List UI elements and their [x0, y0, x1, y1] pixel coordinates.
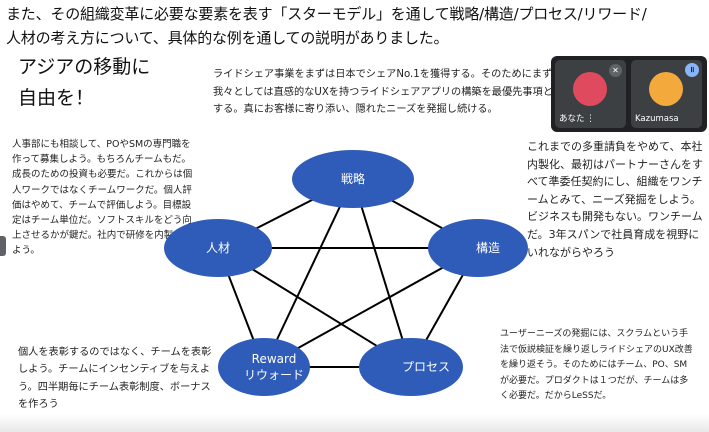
caption-line-1: また、その組織変革に必要な要素を表す「スターモデル」を通して戦略/構造/プロセス… [6, 5, 647, 23]
remote-name-label: Kazumasa [635, 114, 679, 124]
tiger-avatar [649, 72, 683, 106]
video-call-panel: ✕ あなた ⋮ ॥ Kazumasa [551, 56, 707, 132]
node-structure-shape [428, 219, 528, 277]
structure-note-p2: ビジネスも開発もない。ワンチームだ。3年スパンで社員育成を視野にいれながらやろう [527, 210, 703, 259]
node-structure-label: 構造 [476, 241, 500, 255]
node-process: プロセス [359, 338, 463, 396]
node-people: 人材 [164, 219, 272, 277]
edge-strategy-process [352, 178, 412, 368]
node-strategy-label: 戦略 [341, 171, 365, 186]
self-avatar [573, 72, 607, 106]
node-reward-label-en: Reward [252, 352, 297, 366]
node-process-shape [359, 338, 463, 396]
speaking-indicator-icon: ॥ [685, 63, 699, 77]
caption: また、その組織変革に必要な要素を表す「スターモデル」を通して戦略/構造/プロセス… [6, 2, 706, 50]
slide-title: アジアの移動に 自由を！ [18, 52, 150, 114]
node-reward-label-ja: リウォード [244, 368, 304, 382]
remote-participant-tile[interactable]: ॥ Kazumasa [631, 60, 702, 128]
node-people-shape [164, 219, 272, 277]
node-people-label: 人材 [206, 241, 230, 255]
self-participant-tile[interactable]: ✕ あなた ⋮ [555, 60, 626, 128]
side-panel-handle[interactable] [0, 236, 6, 256]
bottom-gradient [0, 414, 709, 432]
slide-title-line-2: 自由を！ [18, 87, 95, 109]
edge-strategy-reward [263, 178, 354, 368]
mic-off-icon[interactable]: ✕ [609, 64, 622, 77]
people-note: 人事部にも相談して、POやSMの専門職を作って募集しよう。もちろんチームもだ。成… [12, 139, 193, 257]
node-reward: Reward リウォード [218, 338, 310, 396]
node-strategy-shape [292, 150, 414, 208]
caption-line-2: 人材の考え方について、具体的な例を通しての説明がありました。 [6, 29, 449, 47]
structure-note-p1: これまでの多重請負をやめて、本社内製化、最初はパートナーさんをすべて準委任契約に… [527, 140, 703, 206]
structure-note: これまでの多重請負をやめて、本社内製化、最初はパートナーさんをすべて準委任契約に… [527, 138, 707, 261]
node-reward-shape [218, 338, 310, 396]
strategy-note: ライドシェア事業をまずは日本でシェアNo.1を獲得する。そのためにまず我々として… [213, 69, 553, 116]
slide-title-line-1: アジアの移動に [18, 56, 151, 78]
node-structure: 構造 [428, 219, 528, 277]
reward-note: 個人を表彰するのではなく、チームを表彰しよう。チームにインセンティブを与えよう。… [18, 347, 212, 411]
node-strategy: 戦略 [292, 150, 414, 208]
process-note: ユーザーニーズの発掘には、スクラムという手法で仮説検証を繰り返しライドシェアのU… [500, 329, 693, 402]
self-name-label: あなた [559, 114, 585, 124]
node-process-label: プロセス [402, 360, 450, 374]
more-vert-icon[interactable]: ⋮ [586, 114, 595, 124]
